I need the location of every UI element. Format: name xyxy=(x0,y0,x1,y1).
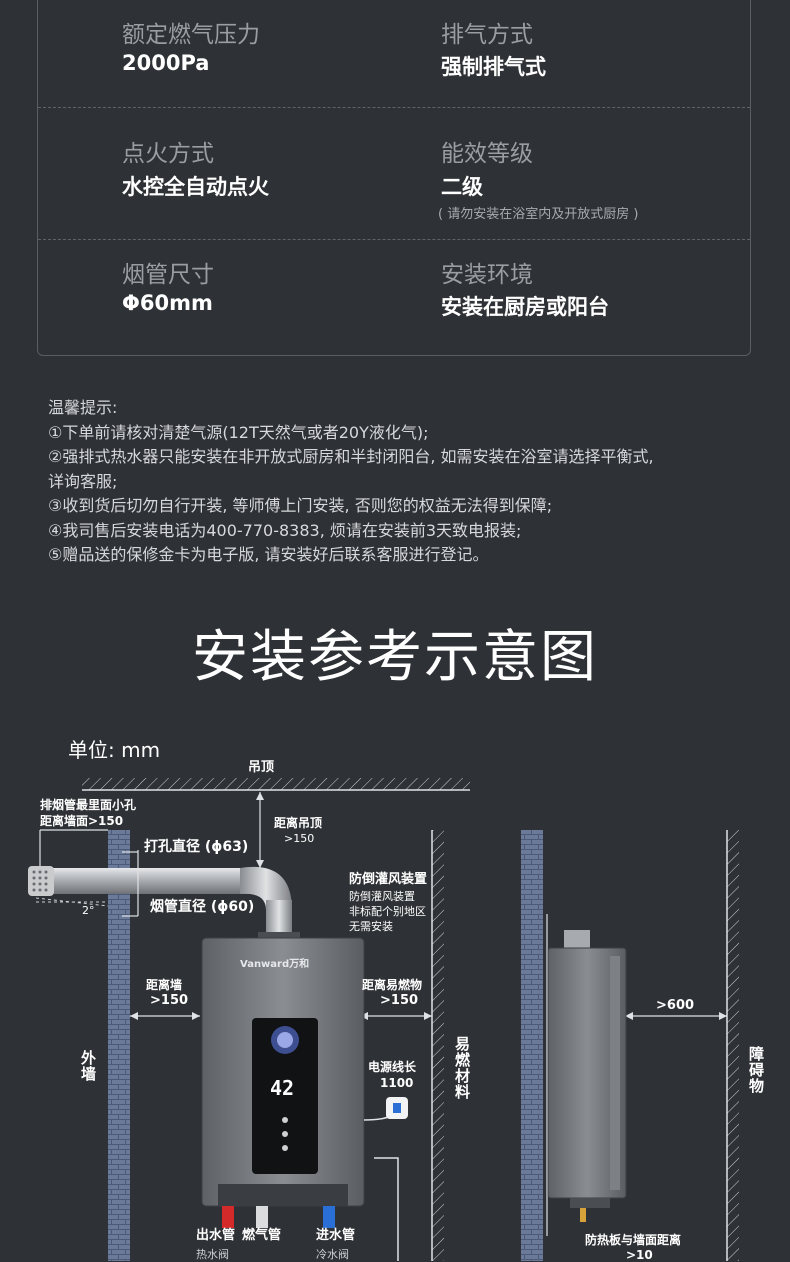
spec-value-gas-pressure: 2000Pa xyxy=(122,51,210,75)
side-gap-label: >600 xyxy=(656,998,695,1013)
cold-pipe xyxy=(323,1206,335,1228)
diagram-graphics xyxy=(28,778,739,1261)
spec-value-ignition: 水控全自动点火 xyxy=(122,175,269,199)
brand-logo: Vanward万和 xyxy=(240,959,310,970)
tip-item: 详询客服; xyxy=(48,471,118,491)
drill-diameter-label: 打孔直径 (ϕ63) xyxy=(144,839,249,855)
wall-distance-value: >150 xyxy=(150,993,189,1008)
flammable-distance-value: >150 xyxy=(380,993,419,1008)
tip-item: ④我司售后安装电话为400-770-8383, 烦请在安装前3天致电报装; xyxy=(48,520,522,540)
water-heater xyxy=(201,937,365,1207)
gas-pipe-graphic xyxy=(256,1206,268,1228)
anti-device-note: 无需安装 xyxy=(349,920,393,933)
tip-item: ②强排式热水器只能安装在非开放式厨房和半封闭阳台, 如需安装在浴室请选择平衡式, xyxy=(48,447,654,466)
anti-device-note: 非标配个别地区 xyxy=(349,905,426,918)
hot-valve-label: 热水阀 xyxy=(196,1248,229,1261)
tips-block: 温馨提示: ①下单前请核对清楚气源(12T天然气或者20Y液化气); ②强排式热… xyxy=(48,396,758,568)
spec-value-exhaust: 强制排气式 xyxy=(441,55,546,79)
spec-label-flue: 烟管尺寸 xyxy=(122,262,214,288)
anti-device-label: 防倒灌风装置 xyxy=(349,872,428,887)
install-diagram: 单位: mm 吊顶 排烟管最里面小孔 距离墙面>150 打孔直径 (ϕ63) 烟… xyxy=(0,720,790,1262)
angle-label: 2° xyxy=(82,904,95,917)
anti-device-note: 防倒灌风装置 xyxy=(349,890,415,903)
obstacle-wall xyxy=(727,830,739,1261)
spec-table: 额定燃气压力 2000Pa 排气方式 强制排气式 点火方式 水控全自动点火 能效… xyxy=(37,0,751,356)
spec-label-efficiency: 能效等级 xyxy=(441,141,533,167)
spec-label-exhaust: 排气方式 xyxy=(441,22,533,48)
water-heater-side xyxy=(547,930,627,1222)
flammable-wall xyxy=(432,830,444,1261)
tips-title: 温馨提示: xyxy=(48,398,118,417)
heat-board-value: >10 xyxy=(626,1248,653,1262)
spec-divider xyxy=(38,239,750,240)
heat-board-label: 防热板与墙面距离 xyxy=(585,1233,682,1247)
pipe-diameter-label: 烟管直径 (ϕ60) xyxy=(150,899,255,915)
spec-label-gas-pressure: 额定燃气压力 xyxy=(122,22,260,48)
wall-distance-label: 距离墙 xyxy=(146,978,183,992)
tip-item: ①下单前请核对清楚气源(12T天然气或者20Y液化气); xyxy=(48,422,429,442)
spec-value-environment: 安装在厨房或阳台 xyxy=(441,295,609,319)
dimension-lines xyxy=(39,792,727,1236)
unit-label: 单位: mm xyxy=(68,738,161,762)
cold-valve-label: 冷水阀 xyxy=(316,1248,349,1261)
ceiling xyxy=(82,778,470,791)
flammable-material-label: 易燃材料 xyxy=(453,1036,471,1100)
obstacle-label: 障碍物 xyxy=(747,1046,765,1094)
spec-label-ignition: 点火方式 xyxy=(122,141,214,167)
ceiling-distance-label: 距离吊顶 xyxy=(274,816,323,830)
spec-value-flue: Φ60mm xyxy=(122,291,213,315)
gas-pipe-label: 燃气管 xyxy=(242,1228,282,1243)
spec-divider xyxy=(38,107,750,108)
outer-wall-label: 外墙 xyxy=(79,1050,97,1082)
outlet-pipe-label: 出水管 xyxy=(196,1228,236,1243)
hot-pipe xyxy=(222,1206,234,1228)
tip-item: ⑤赠品送的保修金卡为电子版, 请安装好后联系客服进行登记。 xyxy=(48,545,489,564)
inlet-pipe-label: 进水管 xyxy=(316,1228,356,1243)
power-cable-label: 电源线长 xyxy=(368,1060,417,1074)
spec-value-efficiency: 二级 xyxy=(441,175,483,199)
power-cable-value: 1100 xyxy=(380,1076,414,1090)
ceiling-distance-value: >150 xyxy=(284,832,315,845)
hole-note-2: 距离墙面>150 xyxy=(40,814,124,828)
flammable-distance-label: 距离易燃物 xyxy=(362,978,423,992)
section-title: 安装参考示意图 xyxy=(192,625,598,690)
spec-note-efficiency: ( 请勿安装在浴室内及开放式厨房 ) xyxy=(438,207,639,222)
tip-item: ③收到货后切勿自行开装, 等师傅上门安装, 否则您的权益无法得到保障; xyxy=(48,496,553,515)
ceiling-label: 吊顶 xyxy=(248,760,275,775)
spec-label-environment: 安装环境 xyxy=(441,262,533,288)
display-readout: 42 xyxy=(270,1076,295,1100)
right-wall xyxy=(521,830,543,1261)
outer-wall xyxy=(108,830,130,1261)
hole-note-1: 排烟管最里面小孔 xyxy=(40,798,137,812)
flue-pipe xyxy=(28,866,300,940)
